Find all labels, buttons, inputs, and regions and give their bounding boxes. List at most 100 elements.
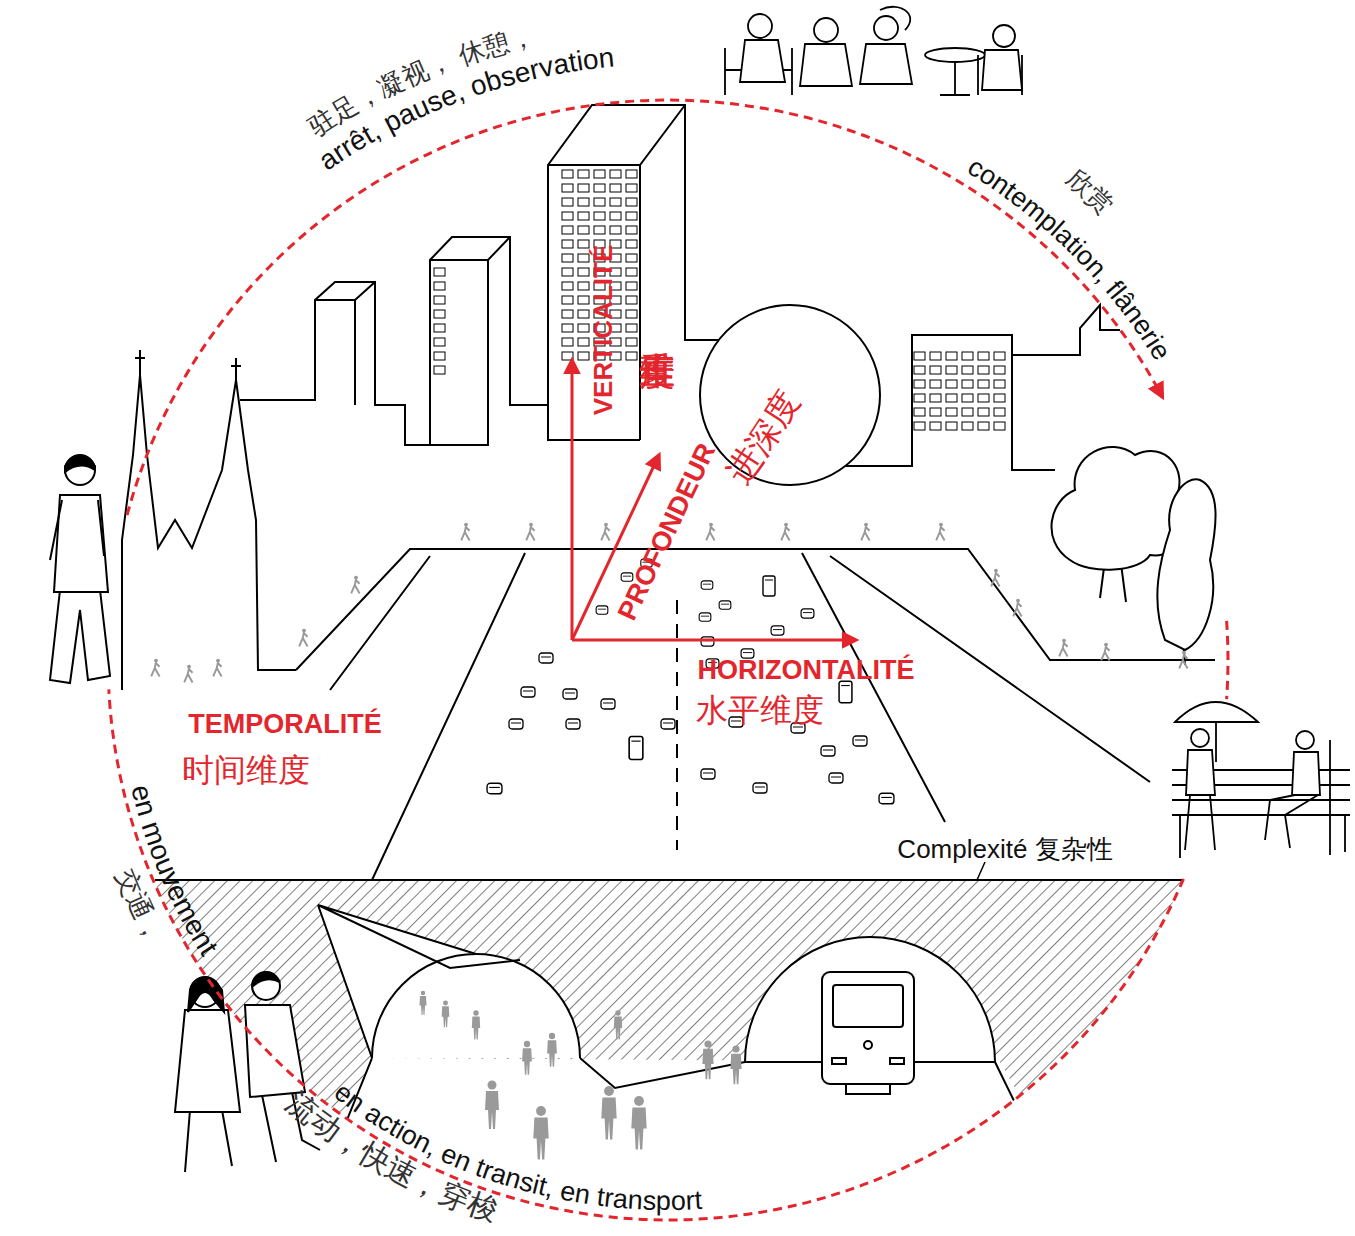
bridge-pedestrians: [601, 523, 609, 541]
bridge-pedestrians: [1059, 639, 1067, 657]
cafe-scene: [982, 50, 1022, 90]
church: [122, 375, 296, 690]
underground-section: [745, 937, 995, 1062]
road-and-bridge: [296, 549, 1215, 880]
skyline: [315, 105, 685, 445]
metro-train: [822, 972, 914, 1094]
vehicles: [829, 773, 843, 783]
axis-label: HORIZONTALITÉ: [698, 657, 915, 684]
arc-captions: 驻足，凝视， 休憩，arrêt, pause, observation欣赏con…: [111, 20, 1177, 1227]
time-cycle-arc: [109, 100, 1228, 1220]
bench-scene: [1172, 702, 1350, 858]
dimension-arrows: [571, 360, 574, 640]
bridge-pedestrians: [184, 665, 192, 683]
vehicles: [699, 613, 711, 621]
underground-section: [318, 905, 580, 1058]
metro-train: [822, 972, 914, 1084]
time-cycle-arc: [127, 100, 1162, 515]
bridge-pedestrians: [781, 523, 789, 541]
cafe-scene: [800, 44, 852, 86]
tunnel-pedestrians: [601, 1086, 616, 1139]
vehicles: [563, 689, 577, 699]
bridge-pedestrians: [1101, 643, 1109, 661]
vehicles: [601, 699, 615, 709]
walking-man: [65, 456, 95, 472]
tunnel-pedestrians: [631, 1096, 646, 1149]
bridge-pedestrians: [213, 659, 221, 677]
cafe-scene: [880, 7, 910, 30]
cafe-scene: [814, 18, 838, 42]
vehicles: [753, 783, 767, 793]
bridge-pedestrians: [861, 523, 869, 541]
cafe-scene: [978, 55, 1022, 95]
underground-section: [318, 905, 520, 1058]
bridge-pedestrians: [936, 523, 944, 541]
road-and-bridge: [977, 862, 985, 880]
bench-scene: [1292, 752, 1320, 795]
tunnel-pedestrians: [730, 1045, 741, 1084]
vehicles: [539, 653, 553, 663]
vehicles: [509, 719, 523, 729]
bridge-pedestrians: [526, 523, 534, 541]
skyline: [240, 105, 1120, 485]
vehicles: [771, 626, 784, 635]
tunnel-pedestrians: [420, 991, 742, 1160]
walking-man: [50, 455, 110, 683]
vehicles: [853, 736, 867, 746]
vehicles: [521, 687, 535, 697]
skyline: [432, 266, 448, 378]
arc-caption-zh: 欣赏: [1061, 163, 1120, 220]
underground-section: [290, 1058, 1100, 1236]
walking-couple: [245, 1005, 305, 1097]
metro-train: [846, 1084, 890, 1094]
cafe-scene: [940, 62, 970, 95]
vehicles: [661, 719, 675, 729]
walking-couple: [175, 1010, 240, 1112]
metro-train: [890, 1058, 904, 1064]
arc-caption-zh: 流动，快速，穿梭: [281, 1085, 502, 1227]
bench-scene: [1186, 750, 1215, 795]
tunnel-pedestrians: [442, 1001, 450, 1028]
bridge-pedestrians: [1179, 651, 1187, 669]
underground-section: [300, 1058, 1080, 1236]
metro-train: [832, 1058, 846, 1064]
bridge-pedestrians: [1013, 599, 1021, 617]
complexity-label: Complexité 复杂性: [897, 836, 1112, 862]
walking-man: [50, 590, 110, 683]
arc-caption: contemplation, flânerie: [963, 151, 1177, 365]
cafe-scene: [860, 44, 912, 84]
axis-label-zh: 时间维度: [182, 754, 310, 786]
ground-line: [155, 879, 1182, 881]
church: [135, 350, 241, 380]
vehicles: [629, 737, 643, 760]
bridge-pedestrians: [299, 629, 307, 647]
skyline: [846, 305, 1120, 470]
bench-scene: [1296, 731, 1314, 749]
vehicles: [821, 746, 835, 756]
axis-label: VERTICALITÉ: [590, 245, 616, 415]
cafe-scene: [725, 7, 1022, 95]
vehicles: [701, 581, 713, 589]
metro-train: [833, 985, 903, 1027]
tunnel-pedestrians: [472, 1010, 480, 1039]
metro-train: [864, 1041, 872, 1049]
bench-scene: [1175, 702, 1258, 722]
arc-caption-zh: 交通，: [111, 865, 171, 948]
walking-couple: [185, 1110, 232, 1172]
vehicles: [719, 601, 731, 609]
arc-caption: arrêt, pause, observation: [313, 41, 616, 176]
tunnel-pedestrians: [420, 991, 427, 1015]
bridge-pedestrians: [706, 523, 714, 541]
road-and-bridge: [296, 549, 1215, 670]
vehicles: [487, 783, 502, 794]
walking-couple: [252, 972, 280, 1000]
bench-scene: [1215, 722, 1217, 762]
bridge-pedestrians: [351, 576, 359, 594]
bench-scene: [1172, 740, 1350, 858]
vehicles: [701, 769, 715, 779]
vehicles: [566, 719, 580, 729]
vehicles: [879, 793, 894, 804]
skyline: [240, 105, 719, 445]
